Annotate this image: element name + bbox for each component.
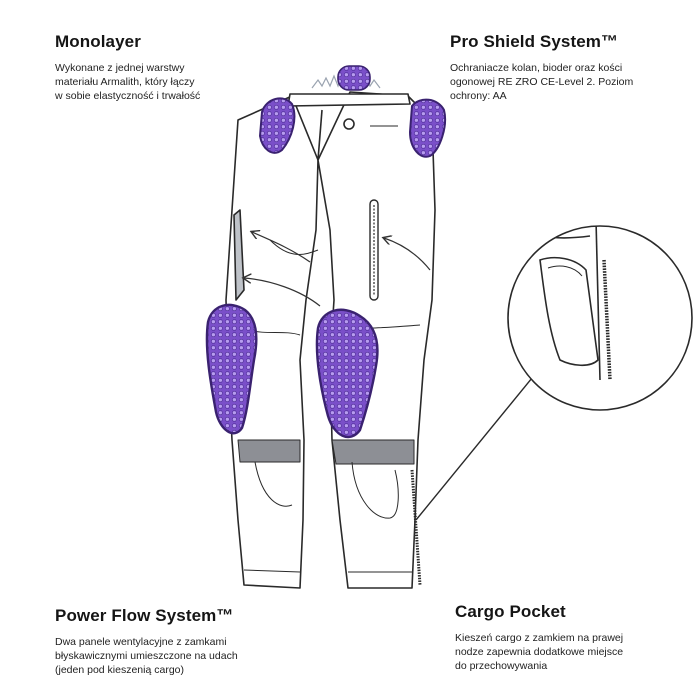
vent-zipper <box>369 199 379 301</box>
feature-description: Wykonane z jednej warstwy materiału Arma… <box>55 62 201 102</box>
zoom-connector <box>415 377 533 521</box>
feature-title: Cargo Pocket <box>455 602 566 621</box>
feature-title: Pro Shield System™ <box>450 32 619 51</box>
tailbone-armor-icon <box>311 65 381 91</box>
knee-armor-icon <box>205 303 258 435</box>
knee-armor-icon <box>315 308 379 439</box>
hip-armor-icon <box>408 98 446 158</box>
feature-pro-shield: Pro Shield System™ Ochraniacze kolan, bi… <box>450 32 690 103</box>
feature-monolayer: Monolayer Wykonane z jednej warstwy mate… <box>55 32 265 103</box>
feature-description: Ochraniacze kolan, bioder oraz kości ogo… <box>450 62 634 102</box>
feature-description: Kieszeń cargo z zamkiem na prawej nodze … <box>455 632 624 672</box>
feature-cargo-pocket: Cargo Pocket Kieszeń cargo z zamkiem na … <box>455 602 695 673</box>
callout-arrows <box>244 232 431 307</box>
zipper-icon <box>410 469 422 586</box>
feature-description: Dwa panele wentylacyjne z zamkami błyska… <box>55 636 238 676</box>
feature-title: Monolayer <box>55 32 141 51</box>
cargo-zoom-detail <box>507 225 693 411</box>
feature-title: Power Flow System™ <box>55 606 234 625</box>
feature-power-flow: Power Flow System™ Dwa panele wentylacyj… <box>55 606 295 677</box>
hip-armor-icon <box>258 97 296 154</box>
